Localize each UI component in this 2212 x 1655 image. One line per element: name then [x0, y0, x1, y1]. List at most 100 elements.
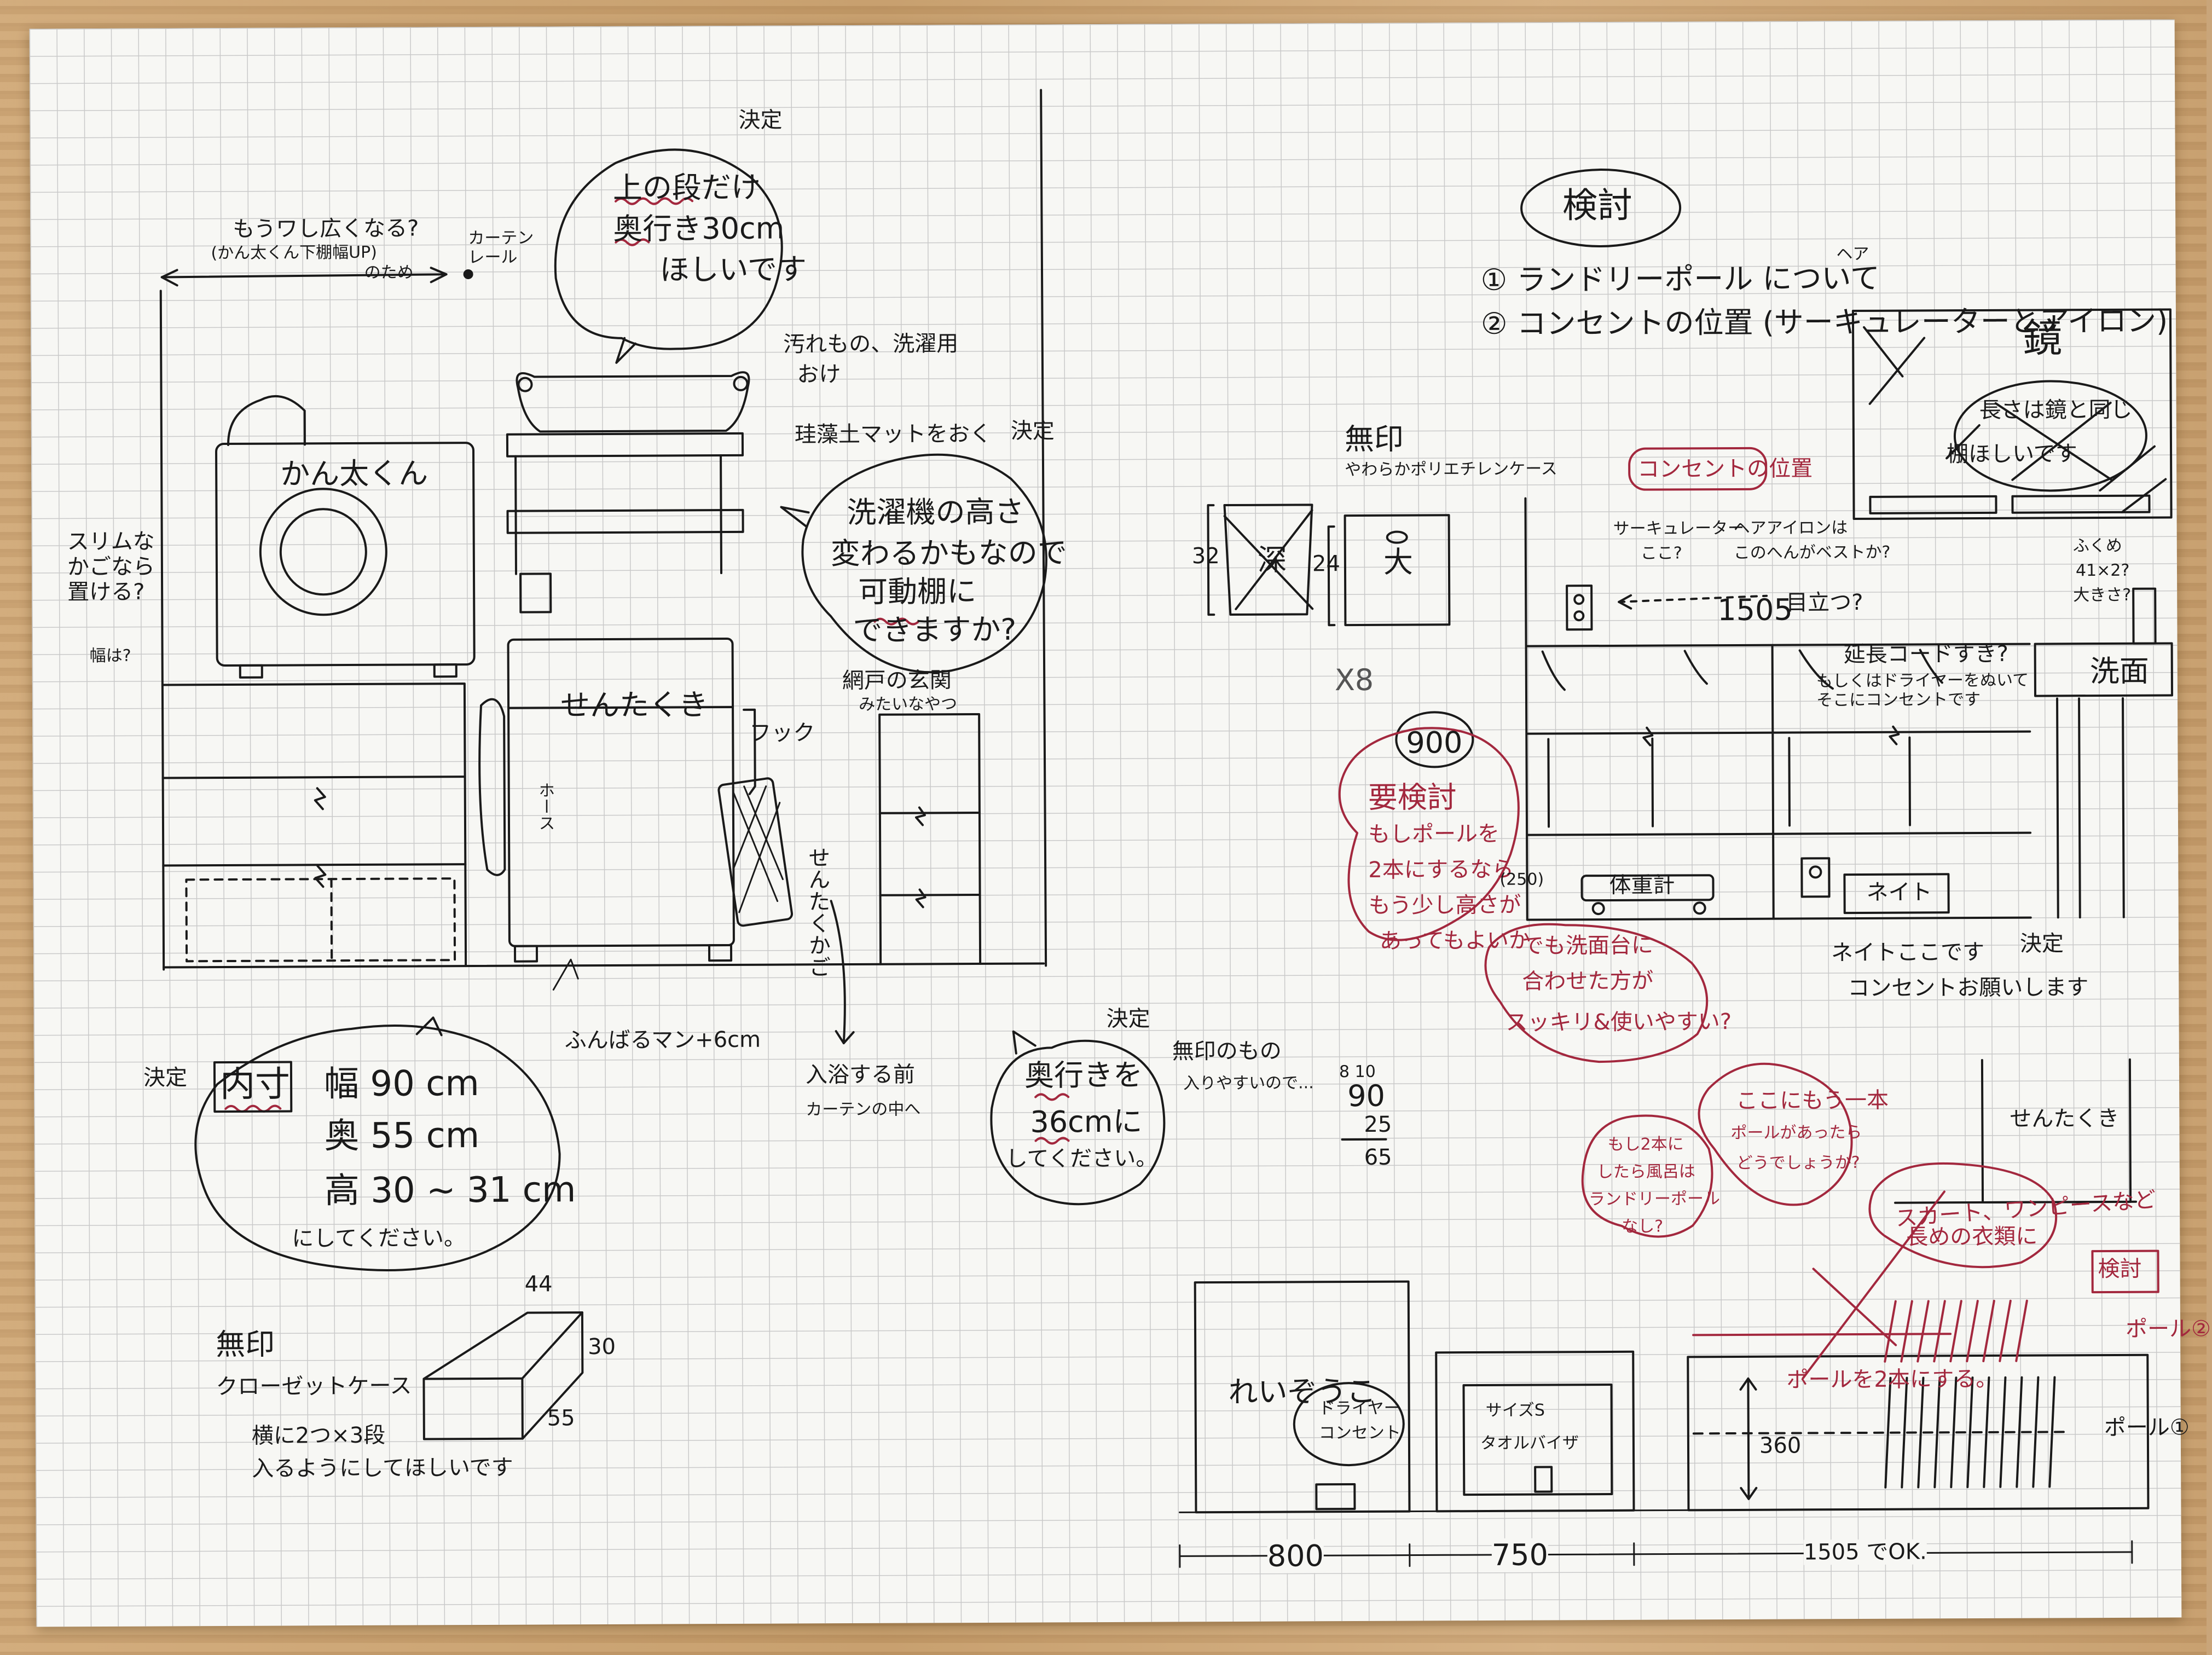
- label-sentakuki: せんたくき: [560, 687, 709, 723]
- label-dryer-2: コンセント: [1318, 1423, 1401, 1443]
- label-kettei-top: 決定: [738, 107, 783, 133]
- bubble-movable: [801, 453, 1047, 674]
- label-demo-3: スッキリ&使いやすい?: [1505, 1009, 1732, 1035]
- label-mujirushi-mono-1: 無印のもの: [1172, 1038, 1282, 1064]
- bubble36-line3: してください。: [1005, 1145, 1158, 1172]
- label-kagami: 鏡: [2022, 315, 2063, 361]
- label-naisun: 内寸: [219, 1064, 291, 1106]
- label-41x2: 41×2?: [2075, 560, 2130, 581]
- label-closet-case: クローゼットケース: [216, 1373, 412, 1400]
- label-moshi2hon-3: ランドリーポール: [1588, 1189, 1721, 1210]
- label-kettei-36: 決定: [1106, 1006, 1150, 1032]
- dim-32: 32: [1191, 543, 1220, 569]
- label-oke-1: 汚れもの、洗濯用: [783, 331, 959, 357]
- label-demo-1: でも洗面台に: [1521, 933, 1654, 959]
- label-saizu-1: サイズS: [1485, 1401, 1545, 1420]
- laundry-tub: [516, 371, 750, 433]
- label-senmen: 洗面: [2089, 653, 2149, 689]
- label-item2-small: ヘア: [1836, 244, 1869, 264]
- label-neito: ネイト: [1866, 879, 1932, 905]
- label-saizu-2: タオルバイザ: [1480, 1433, 1579, 1454]
- label-enchou-1: 延長コードすき?: [1843, 641, 2009, 668]
- dim-250: (250): [1499, 870, 1544, 889]
- scale: [1580, 874, 1715, 902]
- label-kettei-neito: 決定: [2019, 931, 2064, 957]
- dim-750: 750: [1491, 1537, 1549, 1573]
- label-kagami-note-2: 棚ほしいです: [1946, 441, 2077, 467]
- label-kokoni-3: どうでしょうか?: [1736, 1153, 1860, 1173]
- label-item2: ② コンセントの位置 (サーキュレーターとアイロン): [1480, 303, 2168, 341]
- bubble36-line2: 36cmに: [1030, 1104, 1143, 1139]
- calc-3: 25: [1364, 1112, 1392, 1137]
- bubble-mid-line3: 可動棚に: [858, 574, 977, 609]
- label-yoko-1: 横に2つ×3段: [251, 1422, 386, 1449]
- label-kettei-mat: 決定: [1010, 418, 1055, 444]
- dim-1505b: 1505 でOK.: [1803, 1539, 1927, 1565]
- label-fuka: 深: [1257, 542, 1288, 577]
- grid-paper-sheet: 決定 もうワし広くなる? (かん太くん下棚幅UP) のため カーテン レール 上…: [29, 19, 2211, 1627]
- bubble-top-line2: 奥行き30cm: [613, 211, 785, 246]
- kantakun-dryer: [215, 442, 476, 667]
- label-you-kentou: 要検討: [1368, 780, 1457, 815]
- bubble-top-line1: 上の段だけ: [612, 170, 761, 205]
- floor-plan-sketch: [159, 89, 2173, 1568]
- label-kentou-small: 検討: [2098, 1256, 2142, 1282]
- bubble-mid-line1: 洗濯機の高さ: [847, 494, 1024, 530]
- bubble-mid-line2: 変わるかもなので: [830, 535, 1067, 571]
- label-iron-1: ヘアアイロンは: [1733, 518, 1848, 538]
- outlet: [1566, 585, 1593, 631]
- label-kentou-title: 検討: [1562, 185, 1633, 227]
- bubble-top: [554, 148, 783, 350]
- label-shite: にしてください。: [292, 1225, 466, 1252]
- label-fukumeru: ふくめ: [2072, 536, 2122, 556]
- label-nyuuyoku-2: カーテンの中へ: [806, 1100, 921, 1120]
- label-iron-2: このへんがベストか?: [1733, 542, 1891, 563]
- label-moshi-1: もしポールを: [1368, 821, 1500, 847]
- label-slim-note2: 幅は?: [89, 646, 131, 666]
- label-enchou-2: もしくはドライヤーをぬいて: [1816, 670, 2029, 691]
- label-amido: 網戸の玄関: [842, 668, 952, 694]
- label-no-tame: のため: [364, 263, 414, 282]
- label-amido2: みたいなやつ: [858, 695, 958, 714]
- label-kagami-note-1: 長さは鏡と同じ: [1979, 397, 2133, 424]
- label-hook: フック: [749, 720, 815, 746]
- label-mujirushi: 無印: [216, 1327, 275, 1362]
- dim-30: 30: [588, 1334, 616, 1360]
- label-oku: 奥 55 cm: [324, 1115, 480, 1157]
- label-sentakukago: せんたくかご: [804, 846, 831, 978]
- label-mujirushi-mono-2: 入りやすいので...: [1183, 1073, 1314, 1093]
- neito-box: [1843, 873, 1950, 915]
- page-divider: [1040, 89, 1047, 967]
- label-moshi2hon-1: もし2本に: [1607, 1135, 1684, 1155]
- label-kokoni-2: ポールがあったら: [1730, 1122, 1862, 1143]
- label-circulator-1: サーキュレーター: [1613, 518, 1745, 539]
- label-keisou-mat: 珪藻土マットをおく: [794, 421, 992, 448]
- label-taijuukei: 体重計: [1609, 872, 1675, 898]
- label-curtain-rail: カーテン レール: [468, 228, 534, 267]
- label-neito-koko-2: コンセントお願いします: [1848, 975, 2089, 1002]
- label-enchou-3: そこにコンセントです: [1816, 690, 1981, 710]
- bubble-depth: [990, 1039, 1166, 1206]
- label-concent-ichi: コンセントの位置: [1637, 456, 1813, 482]
- label-pole-2hon: ポールを2本にする。: [1786, 1366, 1998, 1393]
- label-motto-hiroku: もうワし広くなる?: [233, 216, 419, 242]
- label-haba: 幅 90 cm: [323, 1063, 479, 1105]
- label-kantakun-note: (かん太くん下棚幅UP): [211, 242, 377, 263]
- label-moshi2hon-2: したら風呂は: [1596, 1162, 1695, 1182]
- dim-1505a: 1505: [1717, 592, 1793, 628]
- label-pole-1: ポール①: [2104, 1415, 2190, 1441]
- label-sentakuki-r: せんたくき: [2010, 1106, 2120, 1132]
- label-muji-pp-2: やわらかポリエチレンケース: [1345, 459, 1557, 480]
- label-demo-2: 合わせた方が: [1522, 968, 1654, 994]
- dim-800: 800: [1267, 1538, 1324, 1573]
- calc-2: 90: [1347, 1078, 1386, 1114]
- label-muji-pp-1: 無印: [1344, 421, 1404, 457]
- dim-360: 360: [1759, 1433, 1802, 1459]
- label-funbaruman: ふんばるマン+6cm: [564, 1027, 761, 1054]
- label-nyuuyoku-1: 入浴する前: [805, 1062, 916, 1088]
- calc-4: 65: [1364, 1144, 1392, 1170]
- mirror: [1851, 308, 2173, 520]
- bubble36-line1: 奥行きを: [1024, 1057, 1143, 1093]
- label-kettei-bottom: 決定: [143, 1065, 188, 1091]
- label-moshi-3: もう少し高さが: [1368, 892, 1521, 918]
